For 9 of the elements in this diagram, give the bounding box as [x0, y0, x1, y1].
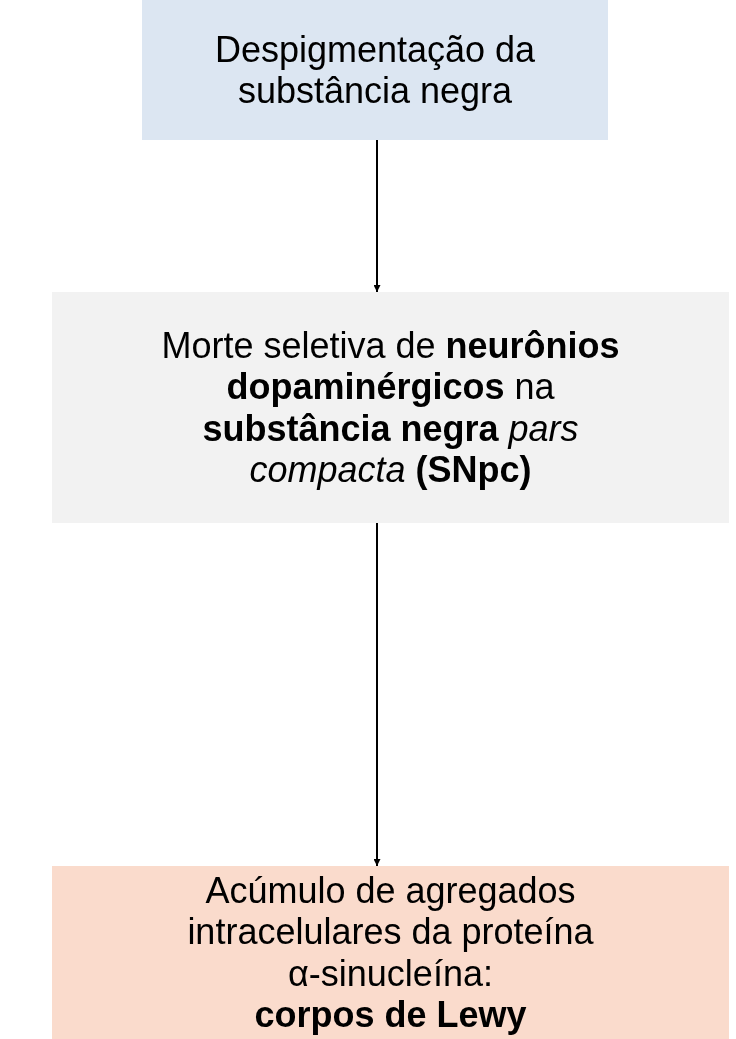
arrow	[373, 139, 381, 293]
box-text: Morte seletiva de neurônios dopaminérgicos na substância negra pars compacta (SNpc)	[160, 324, 621, 491]
process-box	[142, 0, 608, 140]
box-text: Acúmulo de agregados intracelulares da proteína α-sinucleína:	[186, 869, 595, 994]
box-text: Despigmentação da substância negra	[213, 28, 537, 112]
process-box	[52, 866, 729, 1039]
arrow	[373, 522, 381, 867]
process-box	[52, 292, 729, 523]
box-subtitle: corpos de Lewy	[254, 993, 527, 1036]
